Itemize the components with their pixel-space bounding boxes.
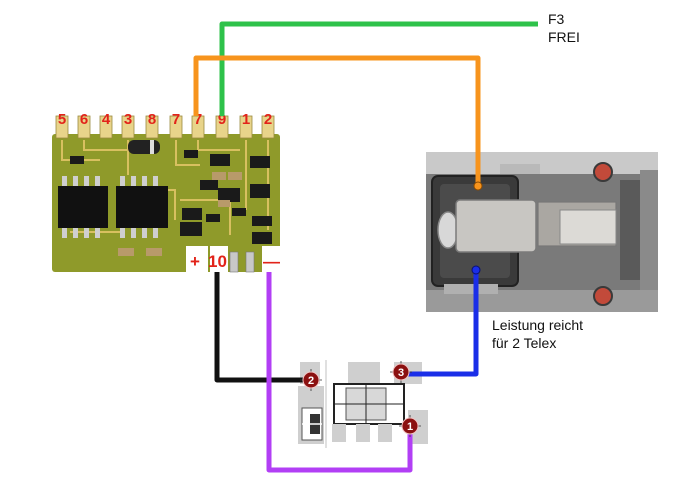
orange-wire xyxy=(193,55,481,186)
purple-wire xyxy=(266,272,413,473)
pin-marker-2: 2 xyxy=(300,369,322,391)
blue-wire xyxy=(404,270,479,377)
pin-label-7: 7 xyxy=(194,111,202,128)
pin-label-8: 9 xyxy=(218,111,226,128)
frei-label: FREI xyxy=(548,29,580,45)
orange-wire-end xyxy=(473,181,483,191)
pin-label-6: 7 xyxy=(172,111,180,128)
top-pads xyxy=(55,115,275,139)
ic-chip-right xyxy=(116,186,168,228)
minus-label: — xyxy=(263,252,280,271)
pin-marker-3-label: 3 xyxy=(398,367,404,379)
pin-marker-2-label: 2 xyxy=(308,375,314,387)
transistor xyxy=(298,360,428,448)
pin-label-10: 2 xyxy=(264,111,272,128)
note-line-1: Leistung reicht xyxy=(492,317,583,333)
wires xyxy=(193,21,538,473)
pin-marker-1: 1 xyxy=(399,415,421,437)
screw xyxy=(437,211,459,249)
pin-label-1: 5 xyxy=(58,111,66,128)
blue-wire-end xyxy=(471,265,481,275)
pin-marker-1-label: 1 xyxy=(407,421,413,433)
diode xyxy=(128,140,160,154)
f3-label: F3 xyxy=(548,11,565,27)
black-wire xyxy=(214,272,310,383)
bolt-bottom xyxy=(593,286,613,306)
pin-marker-3: 3 xyxy=(390,361,412,383)
pin-label-4: 3 xyxy=(124,111,132,128)
pin-label-2: 6 xyxy=(80,111,88,128)
ic-chip-left xyxy=(58,186,108,228)
bottom-pads xyxy=(186,246,282,273)
plus-label: + xyxy=(190,252,200,271)
smd-parts xyxy=(70,150,272,244)
contact-spring xyxy=(455,199,537,253)
pin10-label: 10 xyxy=(208,252,227,271)
pin-label-3: 4 xyxy=(102,111,111,128)
transistor-pin-markers: 2 3 1 xyxy=(300,361,421,437)
green-wire xyxy=(219,21,538,116)
motor-photo xyxy=(426,152,658,312)
bolt-top xyxy=(593,162,613,182)
pin-label-9: 1 xyxy=(242,111,250,128)
note-line-2: für 2 Telex xyxy=(492,335,556,351)
pin-label-5: 8 xyxy=(148,111,156,128)
